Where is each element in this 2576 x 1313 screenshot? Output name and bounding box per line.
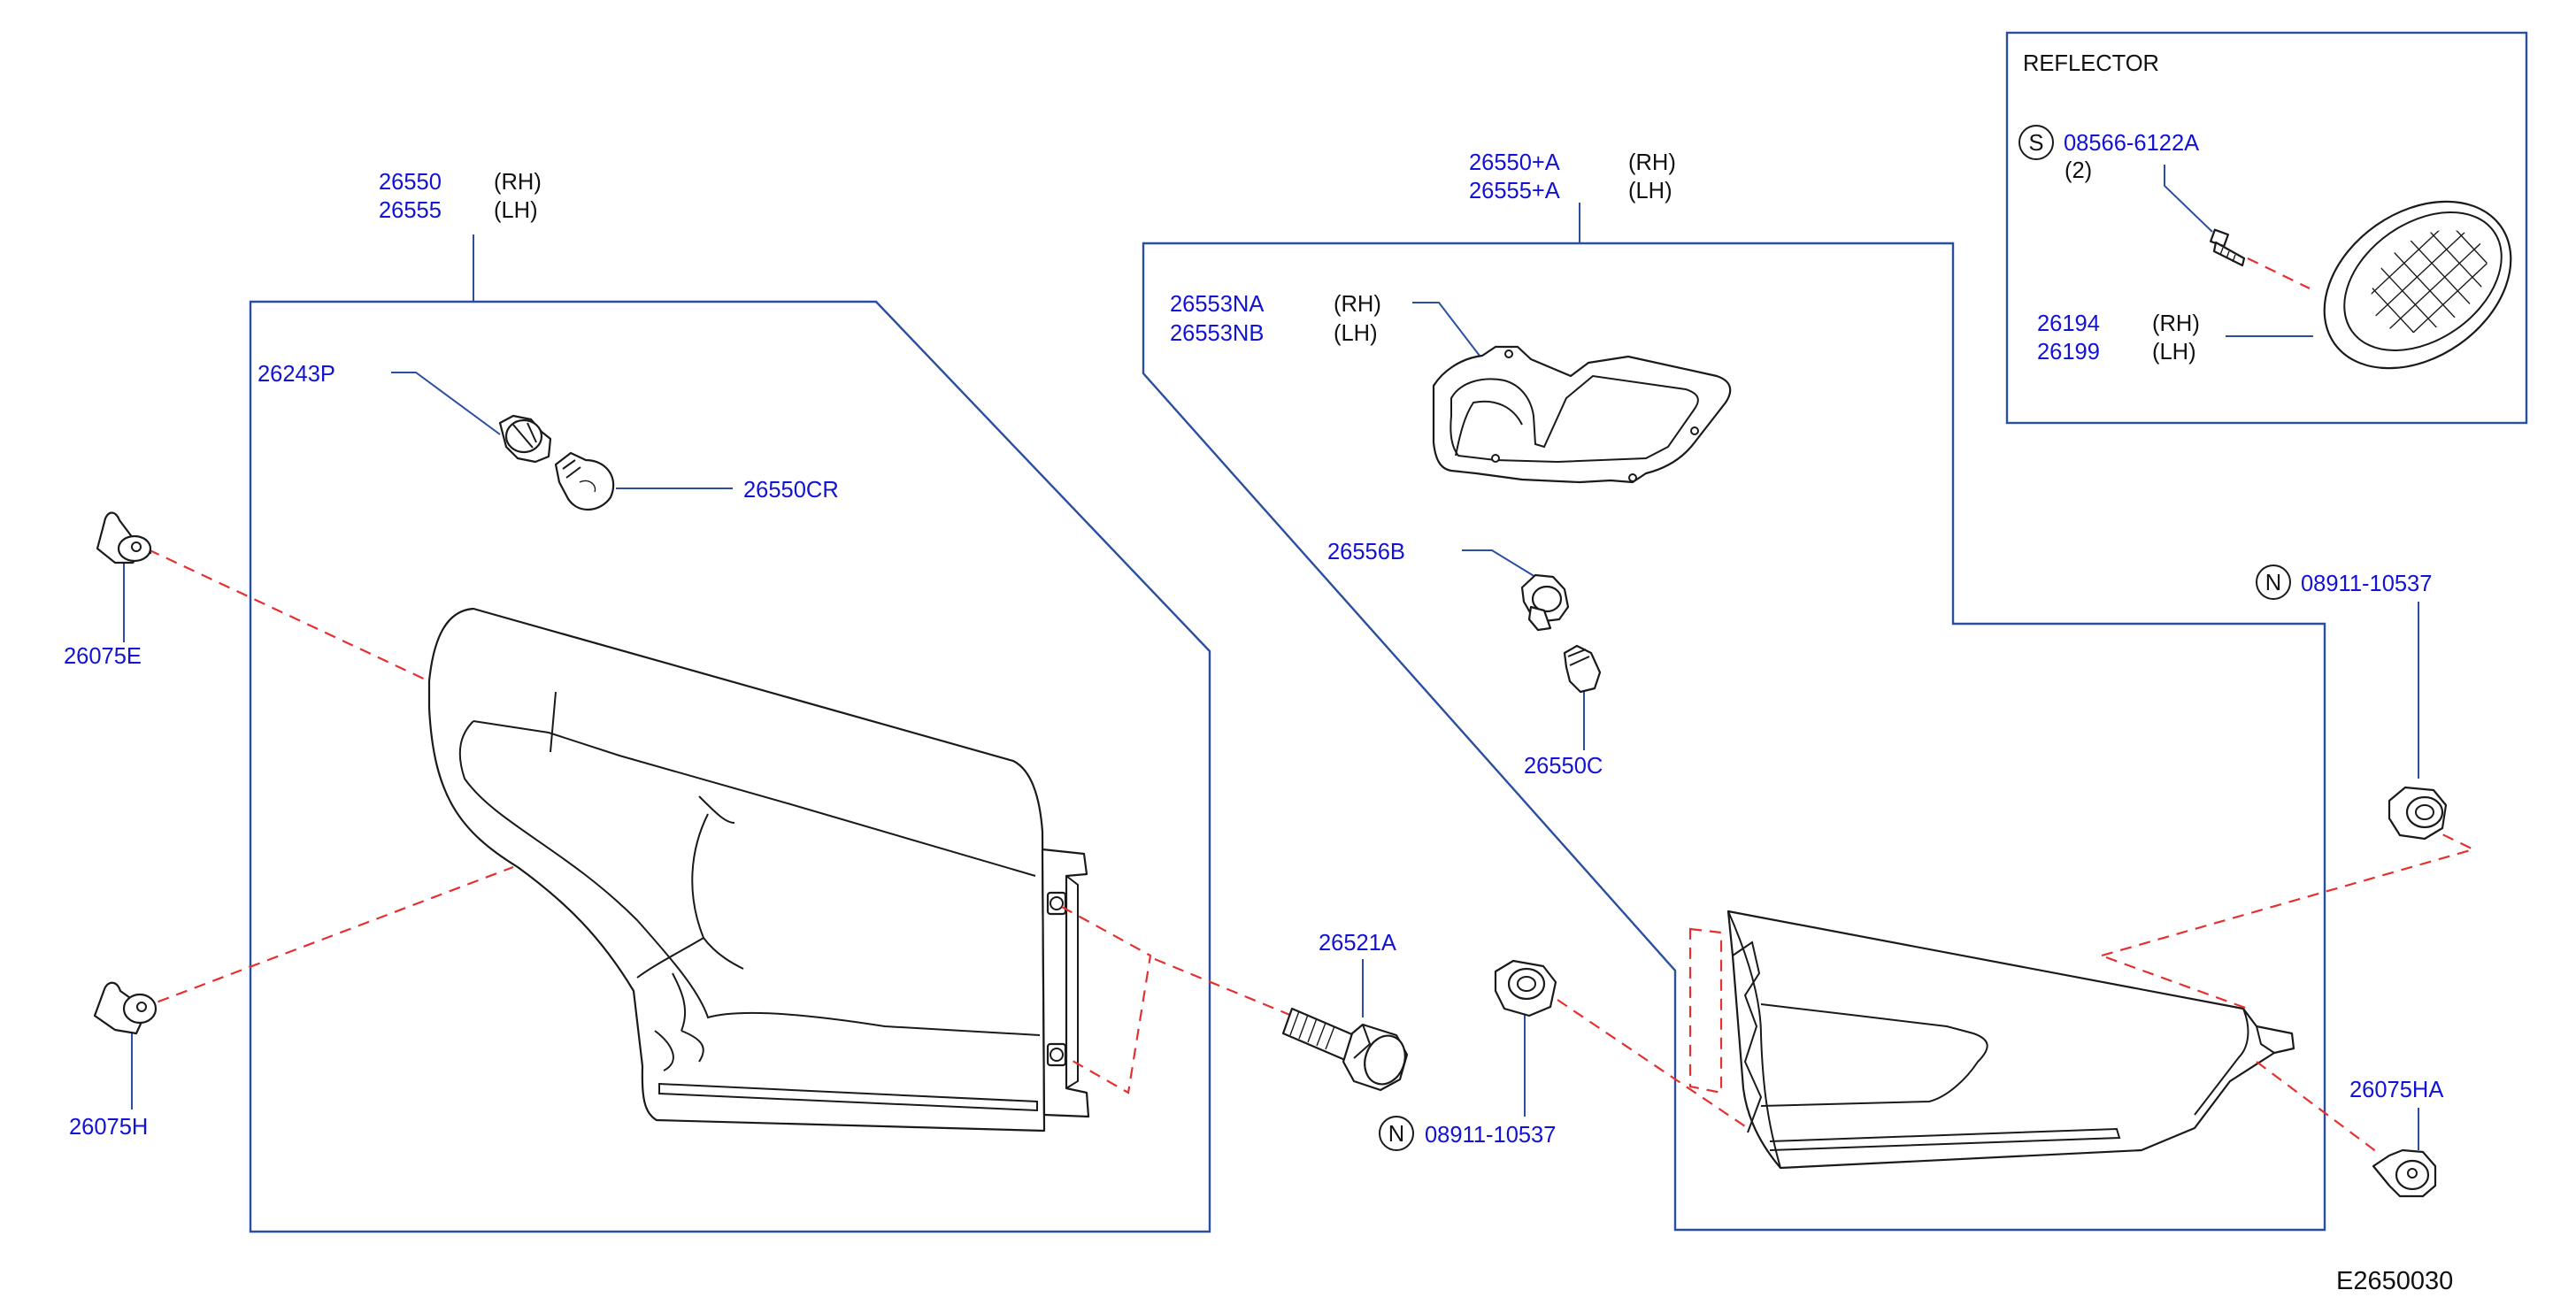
nut-right-symbol: N bbox=[2265, 571, 2281, 595]
nut-center-label: 08911-10537 bbox=[1425, 1123, 1556, 1148]
right-lamp-part-lh: 26555+A bbox=[1469, 179, 1560, 203]
gasket-leader bbox=[1412, 302, 1480, 357]
socket-left-leader bbox=[391, 372, 501, 435]
left-lamp-part-lh: 26555 bbox=[379, 198, 442, 223]
screw-part-label: 08566-6122A bbox=[2064, 131, 2199, 156]
clip-top-left-icon bbox=[96, 511, 152, 564]
nut-center-icon bbox=[1494, 959, 1557, 1017]
nut-center-symbol: N bbox=[1388, 1122, 1404, 1147]
screw-icon bbox=[2209, 228, 2246, 267]
left-lamp-side-rh: (RH) bbox=[494, 170, 542, 195]
gasket-side-lh: (LH) bbox=[1334, 321, 1378, 346]
nut-right-symbol-circle bbox=[2256, 564, 2291, 600]
gasket-rh-label: 26553NA bbox=[1170, 292, 1264, 317]
reflector-title: REFLECTOR bbox=[2023, 51, 2159, 76]
bolt-label: 26521A bbox=[1319, 931, 1396, 956]
clip-bottom-left-icon bbox=[93, 981, 158, 1035]
nut-right-icon bbox=[2388, 786, 2448, 841]
bulb-left-label: 26550CR bbox=[743, 478, 839, 503]
reflector-part-lh: 26199 bbox=[2037, 340, 2100, 365]
clip-top-left-label: 26075E bbox=[64, 644, 142, 669]
bolt-alignment bbox=[1154, 957, 1293, 1017]
clip-top-alignment bbox=[130, 541, 430, 682]
screw-leader bbox=[2164, 165, 2213, 233]
reflector-part-rh: 26194 bbox=[2037, 311, 2100, 336]
bulb-right-icon bbox=[1563, 644, 1602, 694]
socket-left-icon bbox=[498, 414, 552, 464]
clip-right-icon bbox=[2372, 1148, 2437, 1198]
lamp-right-top-alignment bbox=[2105, 956, 2249, 1010]
gasket-side-rh: (RH) bbox=[1334, 292, 1381, 317]
right-lamp-part-rh: 26550+A bbox=[1469, 150, 1560, 175]
screw-alignment bbox=[2247, 257, 2311, 289]
screw-qty: (2) bbox=[2065, 158, 2092, 183]
nut-center-alignment bbox=[1557, 999, 1749, 1129]
clip-right-label: 26075HA bbox=[2349, 1078, 2443, 1102]
lamp-to-bolt-alignment bbox=[1061, 906, 1152, 1094]
left-lamp-part-rh: 26550 bbox=[379, 170, 442, 195]
right-tail-lamp bbox=[1726, 910, 2295, 1170]
left-lamp-frame bbox=[249, 300, 1211, 1233]
bolt-icon bbox=[1281, 1007, 1409, 1092]
right-lamp-frame bbox=[1142, 242, 2326, 1232]
socket-left-label: 26243P bbox=[258, 362, 335, 387]
socket-right-label: 26556B bbox=[1327, 540, 1405, 564]
reflector-lens-icon bbox=[2323, 200, 2512, 370]
nut-right-label: 08911-10537 bbox=[2301, 572, 2432, 596]
right-lamp-side-lh: (LH) bbox=[1628, 179, 1672, 203]
right-lamp-left-alignment bbox=[1688, 927, 1723, 1094]
clip-right-alignment bbox=[2256, 1061, 2381, 1156]
clip-bottom-alignment bbox=[139, 865, 514, 1010]
socket-right-icon bbox=[1520, 573, 1570, 632]
nut-right-alignment bbox=[2101, 833, 2477, 957]
gasket-lh-label: 26553NB bbox=[1170, 321, 1264, 346]
screw-symbol-circle bbox=[2019, 125, 2054, 160]
reflector-side-lh: (LH) bbox=[2152, 340, 2196, 365]
bulb-right-label: 26550C bbox=[1524, 754, 1603, 779]
left-tail-lamp bbox=[427, 607, 1090, 1133]
right-lamp-side-rh: (RH) bbox=[1628, 150, 1676, 175]
socket-right-leader bbox=[1462, 549, 1541, 580]
bulb-left-icon bbox=[554, 451, 615, 511]
screw-symbol: S bbox=[2028, 131, 2043, 156]
gasket-icon bbox=[1432, 345, 1732, 484]
nut-center-symbol-circle bbox=[1379, 1116, 1414, 1151]
clip-bottom-left-label: 26075H bbox=[69, 1115, 148, 1140]
reflector-side-rh: (RH) bbox=[2152, 311, 2200, 336]
reflector-frame bbox=[2005, 31, 2528, 425]
left-lamp-side-lh: (LH) bbox=[494, 198, 538, 223]
diagram-id: E2650030 bbox=[2336, 1267, 2453, 1295]
